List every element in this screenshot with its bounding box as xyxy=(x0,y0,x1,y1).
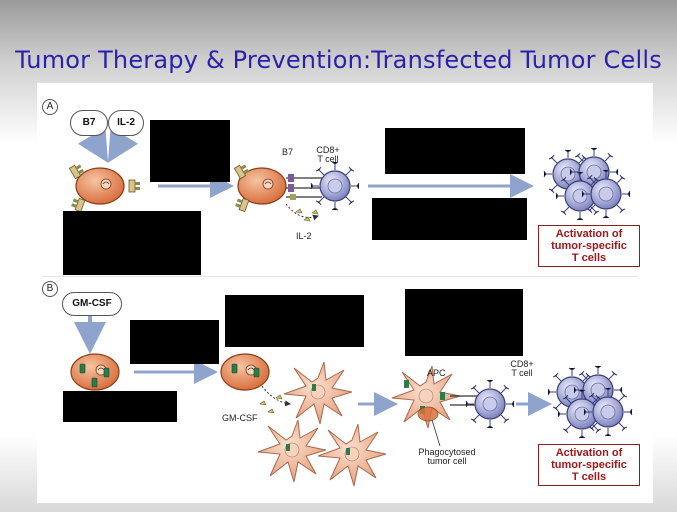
label-il2: IL-2 xyxy=(296,231,312,241)
redacted-box-b1 xyxy=(130,320,219,364)
activation-line3: T cells xyxy=(571,252,607,264)
redacted-box-a2 xyxy=(385,128,525,174)
figure-panel xyxy=(37,82,653,503)
label-cd8-t-cell-b: CD8+ T cell xyxy=(502,360,542,378)
activation-box-a: Activation of tumor-specific T cells xyxy=(538,225,640,267)
label-t-cell-line2: T cell xyxy=(317,154,339,164)
label-phagocytosed: Phagocytosed xyxy=(418,447,476,457)
redacted-box-b2 xyxy=(225,295,364,347)
label-cd8-line1-b: CD8+ xyxy=(510,359,534,369)
label-b7: B7 xyxy=(282,147,294,157)
label-tumor-cell: tumor cell xyxy=(427,456,467,466)
activation-box-b: Activation of tumor-specific T cells xyxy=(538,444,640,486)
redacted-box-a1 xyxy=(150,120,230,182)
slide-title: Tumor Therapy & Prevention:Transfected T… xyxy=(15,46,662,74)
activation-line1-b: Activation of xyxy=(555,447,623,459)
activation-line3-b: T cells xyxy=(571,471,607,483)
label-phagocytosed-tumor-cell: Phagocytosed tumor cell xyxy=(410,448,484,466)
b7-molecule: B7 xyxy=(70,110,108,136)
label-cd8-line1: CD8+ xyxy=(316,145,340,155)
redacted-box-b3 xyxy=(405,289,523,356)
label-apc: APC xyxy=(427,368,446,378)
activation-line1: Activation of xyxy=(555,228,623,240)
gm-csf-molecule: GM-CSF xyxy=(62,292,122,316)
redacted-box-a3 xyxy=(372,198,527,240)
section-label-b: B xyxy=(42,281,58,297)
activation-line2: tumor-specific xyxy=(551,240,627,252)
section-divider xyxy=(42,276,638,277)
label-cd8-t-cell-a: CD8+ T cell xyxy=(310,146,346,164)
label-gm-csf: GM-CSF xyxy=(222,413,258,423)
redacted-box-b4 xyxy=(63,391,177,422)
activation-line2-b: tumor-specific xyxy=(551,459,627,471)
label-t-cell-line2-b: T cell xyxy=(511,368,533,378)
redacted-box-a4 xyxy=(63,211,201,275)
section-label-a: A xyxy=(42,99,58,115)
il2-molecule: IL-2 xyxy=(108,110,144,136)
